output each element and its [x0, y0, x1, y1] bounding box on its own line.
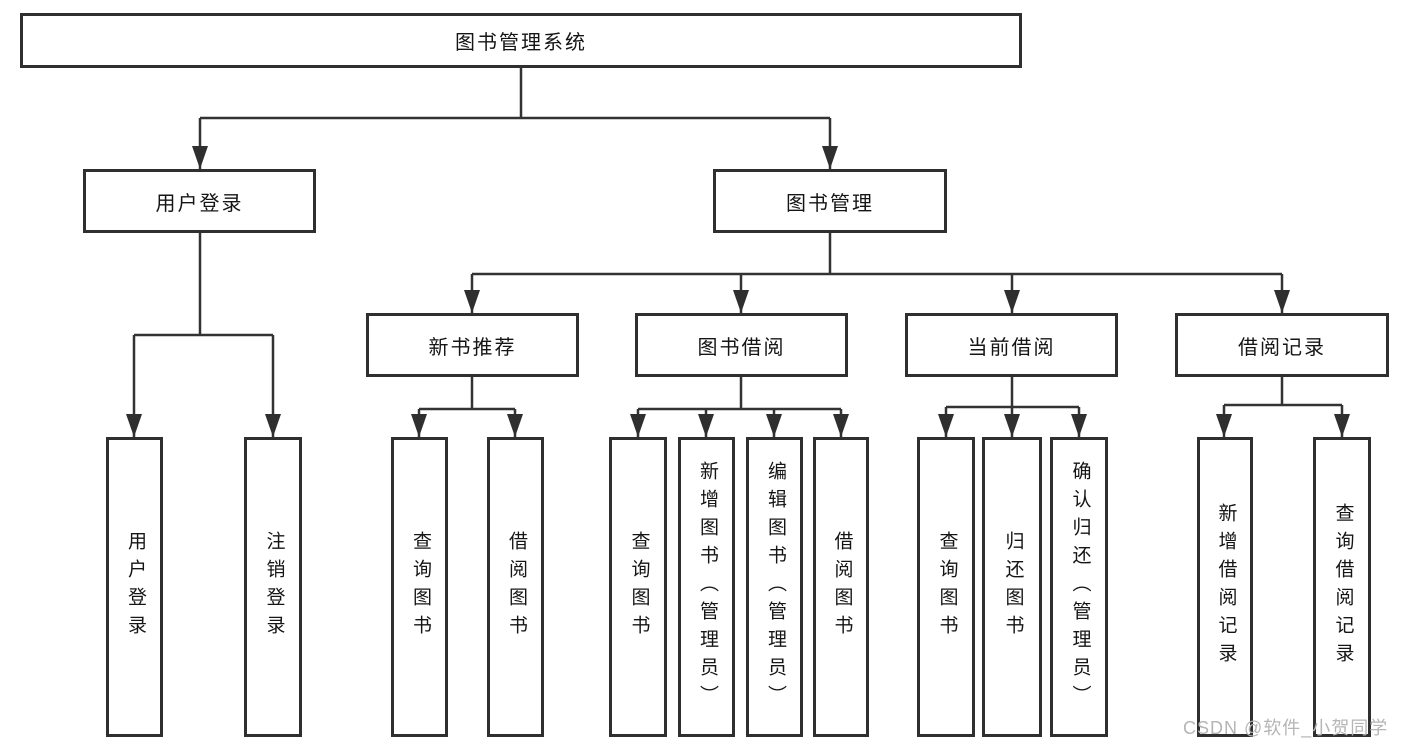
- leaf-label: 注销登录: [263, 531, 285, 643]
- node-user-login: 用户登录: [83, 169, 316, 233]
- leaf-label: 确认归还（管理员）: [1069, 461, 1091, 713]
- leaf-label: 借阅图书: [505, 531, 527, 643]
- leaf-query-books: 查询图书: [917, 437, 975, 737]
- leaf-label: 查询图书: [409, 531, 431, 643]
- leaf-label: 新增图书（管理员）: [696, 461, 718, 713]
- leaf-label: 归还图书: [1002, 531, 1024, 643]
- leaf-return-books: 归还图书: [982, 437, 1042, 737]
- leaf-add-borrow-record: 新增借阅记录: [1197, 437, 1253, 737]
- leaf-confirm-return-admin: 确认归还（管理员）: [1050, 437, 1108, 737]
- node-book-management: 图书管理: [713, 169, 947, 233]
- leaf-user-login: 用户登录: [106, 437, 163, 737]
- leaf-query-books: 查询图书: [391, 437, 448, 737]
- leaf-label: 借阅图书: [831, 531, 853, 643]
- leaf-borrow-books: 借阅图书: [813, 437, 869, 737]
- leaf-query-borrow-record: 查询借阅记录: [1313, 437, 1371, 737]
- leaf-label: 查询借阅记录: [1332, 503, 1354, 671]
- node-library-management-system: 图书管理系统: [20, 13, 1022, 68]
- leaf-query-books: 查询图书: [609, 437, 667, 737]
- leaf-label: 查询图书: [628, 531, 650, 643]
- leaf-label: 新增借阅记录: [1215, 503, 1237, 671]
- leaf-label: 查询图书: [936, 531, 958, 643]
- leaf-edit-books-admin: 编辑图书（管理员）: [746, 437, 803, 737]
- node-borrowing-records: 借阅记录: [1175, 313, 1389, 377]
- node-current-borrowing: 当前借阅: [905, 313, 1118, 377]
- leaf-label: 编辑图书（管理员）: [764, 461, 786, 713]
- node-new-book-recommend: 新书推荐: [366, 313, 579, 377]
- node-book-borrowing: 图书借阅: [635, 313, 848, 377]
- leaf-add-books-admin: 新增图书（管理员）: [678, 437, 735, 737]
- leaf-logout: 注销登录: [244, 437, 302, 737]
- csdn-watermark: CSDN @软件_小贺同学: [1183, 718, 1389, 738]
- leaf-label: 用户登录: [124, 531, 146, 643]
- leaf-borrow-books: 借阅图书: [487, 437, 544, 737]
